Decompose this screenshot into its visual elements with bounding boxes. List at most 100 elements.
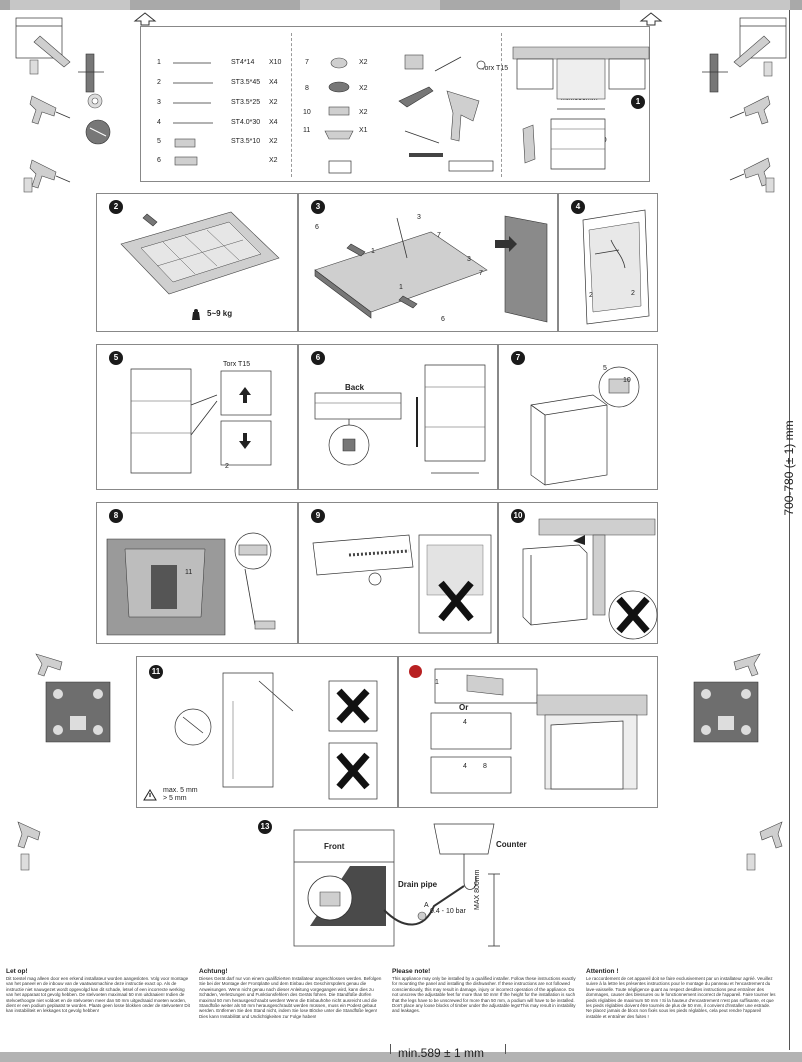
- weight-label: 5~9 kg: [207, 309, 233, 318]
- drill-icon: [29, 95, 71, 125]
- panel-slide-illustration: [495, 215, 548, 323]
- cabinet-corner-illustration: [174, 672, 294, 788]
- washer-icon: [87, 93, 103, 109]
- step-9-panel: 9: [298, 502, 498, 644]
- warning-english: Please note! This appliance may only be …: [392, 968, 578, 1014]
- step-marker-dot: [409, 665, 422, 678]
- drill-icon: [729, 157, 771, 187]
- height-dimension-label: 700-780 (± 1) mm: [782, 420, 796, 516]
- step-number: 10: [511, 509, 525, 523]
- part-qty: X2: [359, 109, 368, 116]
- height-dimension-line: [789, 10, 790, 1050]
- parts-panel: 1 ST4*14 X10 2 ST3.5*45 X4 3 ST3.5*25 X2…: [140, 26, 650, 182]
- bottom-border-bar: [0, 1052, 802, 1062]
- parts-row: 4 ST4.0*30 X4: [151, 117, 286, 131]
- tool-label: Torx T15: [223, 361, 251, 368]
- warning-title: Please note!: [392, 968, 431, 975]
- part-qty: X2: [269, 138, 278, 145]
- screw-small-icon: [746, 853, 756, 871]
- part-number: 4: [157, 119, 161, 126]
- bracket-profile-icon: [702, 53, 728, 93]
- part-qty: X2: [269, 99, 278, 106]
- part-number: 5: [157, 138, 161, 145]
- width-dimension-tick: [390, 1044, 391, 1054]
- step-number: 7: [511, 351, 525, 365]
- step-8-panel: 8 11: [96, 502, 298, 644]
- dishwasher-front-illustration: [582, 209, 650, 325]
- part-number: 10: [303, 109, 311, 116]
- screw-small-icon: [23, 177, 33, 193]
- tools-illustration: [398, 54, 494, 172]
- step-5-panel: 5 Torx T15 2: [96, 344, 298, 490]
- parts-row: 2 ST3.5*45 X4: [151, 77, 286, 91]
- step-number: 9: [311, 509, 325, 523]
- or-label: Or: [459, 703, 469, 712]
- cabinet-panel-icon: [733, 17, 787, 68]
- cabinet-opening-illustration: [512, 46, 650, 170]
- step-10-panel: 10: [498, 502, 658, 644]
- warning-dutch: Let op! Dit toestel mag alleen door een …: [6, 968, 192, 1014]
- drill-icon: [35, 653, 63, 677]
- callout-number: 7: [437, 232, 441, 239]
- top-bar-segment: [300, 0, 440, 10]
- divider: [291, 33, 292, 177]
- step-number: 8: [109, 509, 123, 523]
- top-bar-segment: [620, 0, 790, 10]
- step-number: 13: [258, 820, 272, 834]
- back-label: Back: [345, 383, 365, 392]
- step-13-panel: 13 Front Counter Drain pipe 0.4 - 10 bar…: [258, 818, 544, 952]
- screw-small-icon: [29, 59, 39, 75]
- part-number: 6: [157, 157, 161, 164]
- warning-title: Let op!: [6, 968, 28, 975]
- part-spec: ST3.5*45: [231, 79, 261, 86]
- mounting-plate-icon: [45, 681, 111, 743]
- max-height-label: MAX 800mm: [474, 869, 481, 910]
- brackets-illustration: [324, 57, 354, 174]
- parts-row: 1 ST4*14 X10: [151, 57, 286, 71]
- part-qty: X2: [359, 59, 368, 66]
- parts-row: 7 X2: [301, 57, 371, 71]
- part-qty: X4: [269, 79, 278, 86]
- warning-french: Attention ! Le raccordement de cet appar…: [586, 968, 776, 1019]
- part-spec: ST4*14: [231, 59, 255, 66]
- weight-icon: [192, 309, 200, 320]
- drain-connection-illustration: [383, 823, 500, 947]
- step-4-panel: 4 2 2: [558, 193, 658, 332]
- part-qty: X1: [359, 127, 368, 134]
- step-12-panel: 1 Or 4 4 8: [398, 656, 658, 808]
- callout-number: 2: [589, 292, 593, 299]
- step-number: 3: [311, 200, 325, 214]
- parts-row: 10 X2: [301, 107, 371, 121]
- tape-measure-icon: [85, 119, 111, 145]
- bracket-adjust-illustration: [220, 370, 272, 466]
- warning-german: Achtung! Dieses Gerät darf nur von einem…: [199, 968, 385, 1019]
- part-qty: X4: [269, 119, 278, 126]
- base-plinth-illustration: [312, 534, 414, 586]
- panel-fitting-illustration: [314, 217, 488, 319]
- cabinet-panel-icon: [15, 17, 71, 68]
- dishwasher-back-illustration: [314, 392, 402, 466]
- screw-small-icon: [765, 177, 775, 193]
- parts-row: 3 ST3.5*25 X2: [151, 97, 286, 111]
- screws-illustration: [173, 62, 213, 166]
- slide-in-illustration: [522, 518, 658, 640]
- width-dimension-label: min.589 ± 1 mm: [398, 1046, 484, 1060]
- dishwasher-front-view: [293, 829, 395, 947]
- parts-row: 5 ST3.5*10 X2: [151, 136, 286, 150]
- callout-number: 1: [399, 284, 403, 291]
- front-label: Front: [324, 842, 345, 851]
- pressure-label: 0.4 - 10 bar: [430, 908, 466, 915]
- drill-icon: [733, 653, 761, 677]
- callout-number: 10: [623, 377, 631, 384]
- dishwasher-install-illustration: [530, 366, 640, 486]
- step-number: 4: [571, 200, 585, 214]
- door-panel-illustration: [120, 211, 280, 295]
- tool-label: Torx T15: [481, 65, 509, 72]
- bracket-profile-icon: [78, 53, 104, 93]
- step-3-panel: 3 6 3 7 1 3 7 1 6: [298, 193, 558, 332]
- counter-label: Counter: [496, 840, 527, 849]
- drill-icon: [729, 95, 771, 125]
- warning-text: Dieses Gerät darf nur von einem qualifiz…: [199, 976, 382, 1019]
- top-bar-segment: [10, 0, 130, 10]
- drill-icon: [759, 821, 783, 849]
